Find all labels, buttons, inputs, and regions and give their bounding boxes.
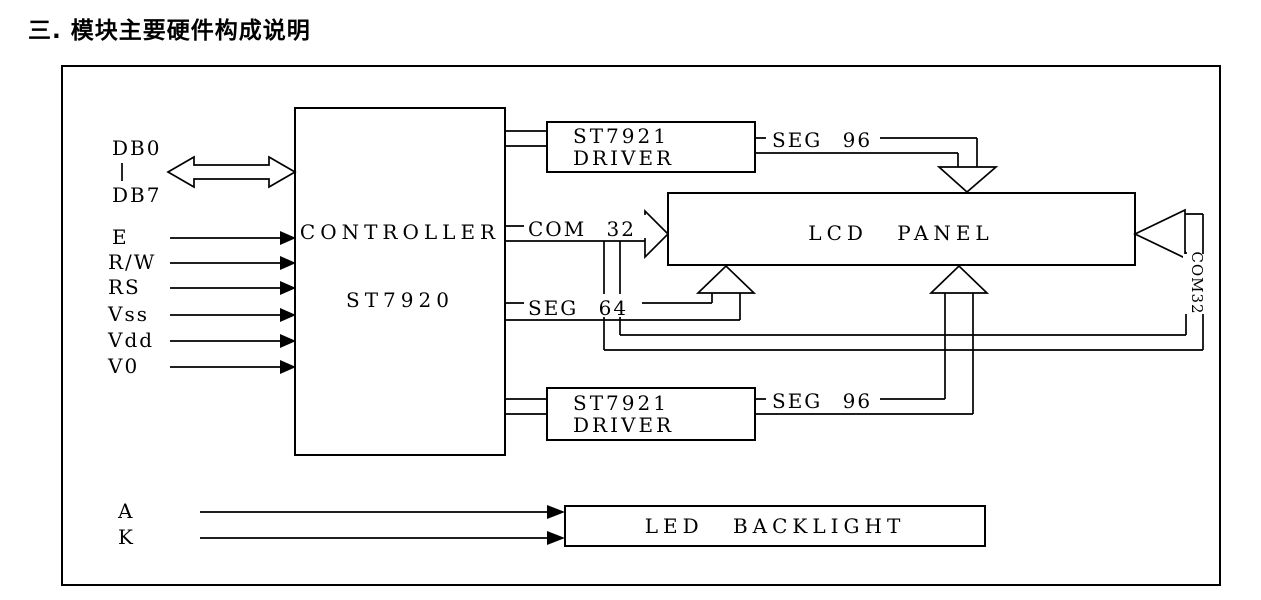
signal-label-vss: Vss (107, 302, 149, 326)
controller-to-bottom-driver-bus (505, 398, 547, 415)
driver-top-chip-label: ST7921 (573, 124, 669, 148)
signal-label-k: K (118, 525, 135, 549)
signal-arrow-e (170, 231, 296, 245)
data-bus-double-arrow (166, 155, 297, 189)
signal-arrow-rw (170, 256, 296, 270)
page-title: 三. 模块主要硬件构成说明 (28, 17, 311, 44)
driver-top-role-label: DRIVER (573, 146, 674, 170)
driver-bottom-role-label: DRIVER (573, 413, 674, 437)
svg-text:SEG 64: SEG 64 (528, 296, 628, 320)
svg-text:COM 32: COM 32 (528, 217, 636, 241)
svg-text:COM32: COM32 (1188, 251, 1206, 314)
driver-bottom-block (546, 387, 756, 441)
bus-label-com32: COM 32 (524, 215, 646, 241)
signal-arrow-v0 (170, 360, 296, 374)
bus-label-seg96-bottom: SEG 96 (766, 388, 880, 413)
signal-label-a: A (117, 499, 134, 523)
bus-label-seg64: SEG 64 (524, 294, 642, 320)
com32-right-arrow-left-icon (1133, 208, 1186, 260)
outer-frame (61, 65, 1221, 586)
seg96-bottom-arrow-up-icon (928, 264, 990, 294)
signal-label-v0: V0 (107, 354, 139, 378)
signal-label-vdd: Vdd (107, 328, 154, 352)
svg-text:SEG 96: SEG 96 (772, 128, 872, 152)
controller-block (294, 107, 506, 456)
led-backlight-label: LED BACKLIGHT (645, 514, 906, 538)
bus-label-com32-right: COM32 (1183, 251, 1206, 315)
signal-arrow-k (200, 531, 565, 545)
controller-chip-label: ST7920 (346, 288, 454, 312)
signal-arrow-vss (170, 308, 296, 322)
signal-label-db0: DB0 (112, 136, 161, 160)
lcd-panel-label: LCD PANEL (808, 221, 993, 245)
lcd-panel-block (667, 192, 1136, 266)
signal-arrow-vdd (170, 334, 296, 348)
led-backlight-block (564, 505, 986, 547)
signal-arrow-rs (170, 281, 296, 295)
svg-text:SEG 96: SEG 96 (772, 389, 872, 413)
controller-name-label: CONTROLLER (300, 220, 500, 244)
controller-to-top-driver-bus (505, 130, 547, 147)
bus-label-seg96-top: SEG 96 (766, 127, 880, 152)
signal-label-db7: DB7 (112, 183, 161, 207)
seg64-arrow-up-icon (695, 264, 757, 294)
signal-label-rs: RS (108, 275, 141, 299)
driver-top-block (546, 121, 756, 173)
seg96-top-arrow-down-icon (936, 166, 999, 194)
signal-arrow-a (200, 505, 565, 519)
signal-label-e: E (112, 225, 129, 249)
signal-label-rw: R/W (108, 250, 156, 274)
driver-bottom-chip-label: ST7921 (573, 391, 669, 415)
com32-arrow-right-icon (644, 208, 670, 260)
